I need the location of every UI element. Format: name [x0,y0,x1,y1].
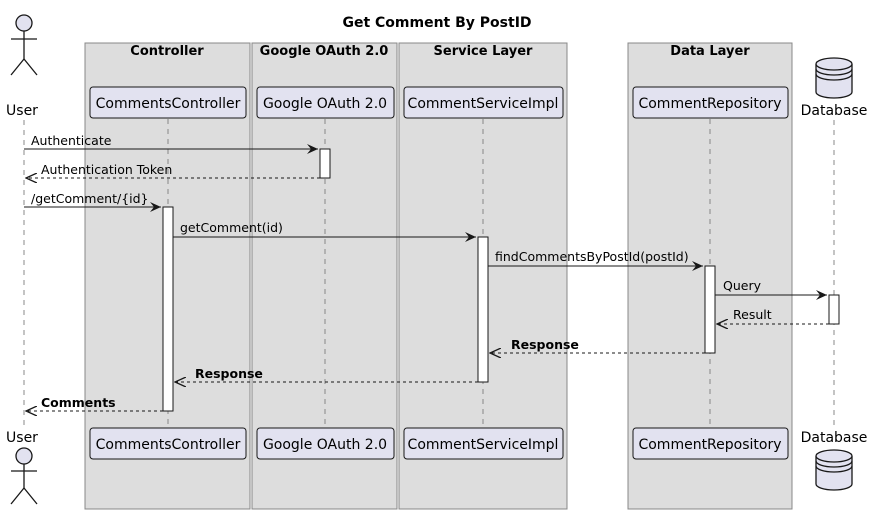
activations [162,148,840,412]
message-label: Authentication Token [41,162,172,177]
participant-service-top: CommentServiceImpl [403,86,564,119]
participant-user-bottom: User [6,430,38,505]
actor-icon [10,447,38,505]
participant-label: CommentRepository [638,437,781,453]
activation-service [477,236,489,383]
message-label: Authenticate [31,133,112,148]
participant-label: CommentsController [96,96,241,112]
message-get-comment-endpoint: /getComment/{id} [24,191,161,212]
participant-label: CommentServiceImpl [408,96,559,112]
activation-repo [704,265,716,354]
participant-controller-top: CommentsController [89,86,247,119]
participant-label: CommentRepository [638,96,781,112]
database-icon [815,57,853,99]
group-title: Google OAuth 2.0 [260,44,389,59]
participant-db-top: Database [801,57,868,119]
database-icon [815,449,853,491]
participant-db-bottom: Database [801,430,868,491]
message-label: Comments [41,395,116,410]
participant-repo-top: CommentRepository [632,86,789,119]
participant-repo-bottom: CommentRepository [632,427,789,460]
message-response-service: Response [175,366,478,382]
participant-label: Google OAuth 2.0 [263,96,387,112]
message-label: /getComment/{id} [31,191,149,206]
group-title: Data Layer [670,44,750,59]
message-label: Response [511,337,579,352]
participant-user-top: User [6,14,38,119]
participant-oauth-bottom: Google OAuth 2.0 [256,427,395,460]
message-response-repo: Response [490,337,705,353]
participant-label: Database [801,103,868,119]
participant-oauth-top: Google OAuth 2.0 [256,86,395,119]
participant-label: CommentsController [96,437,241,453]
message-result: Result [717,307,829,324]
participant-controller-bottom: CommentsController [89,427,247,460]
message-query: Query [715,278,827,300]
message-comments: Comments [26,395,163,411]
message-label: Result [733,307,772,322]
message-authentication-token: Authentication Token [26,162,320,178]
message-authenticate: Authenticate [24,133,318,154]
message-label: getComment(id) [180,220,283,235]
participant-label: User [6,430,38,446]
message-get-comment: getComment(id) [173,220,476,242]
participant-label: User [6,103,38,119]
activation-db [828,294,840,325]
diagram-title: Get Comment By PostID [342,15,531,31]
activation-oauth [319,148,331,179]
participant-service-bottom: CommentServiceImpl [403,427,564,460]
message-label: Query [723,278,762,293]
participant-label: Database [801,430,868,446]
actor-icon [10,14,38,76]
message-label: Response [195,366,263,381]
participant-label: CommentServiceImpl [408,437,559,453]
message-label: findCommentsByPostId(postId) [495,249,689,264]
message-find-comments: findCommentsByPostId(postId) [488,249,703,271]
group-title: Controller [130,44,204,59]
group-title: Service Layer [434,44,534,59]
activation-controller [162,206,174,412]
participant-label: Google OAuth 2.0 [263,437,387,453]
